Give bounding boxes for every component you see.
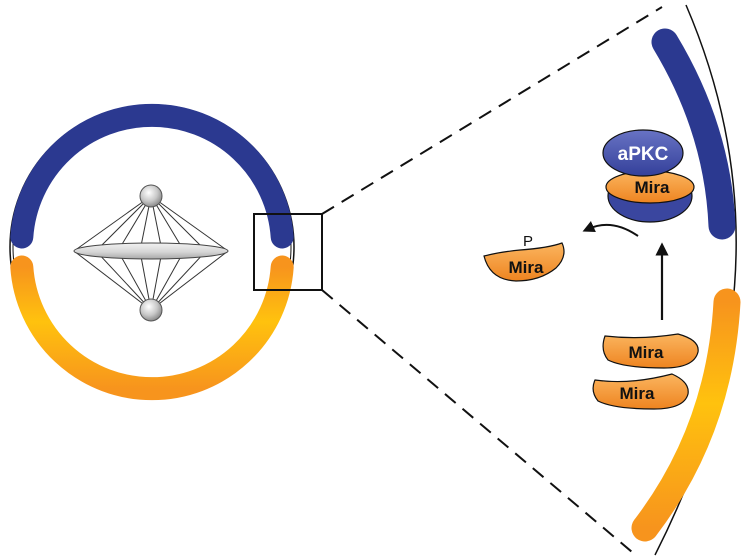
cortical-mira-2-shape (592, 373, 689, 410)
apical-crescent (10, 103, 294, 249)
centrosome-bottom (139, 298, 163, 322)
apkc-label: aPKC (618, 144, 669, 165)
phosphorylation-arrow (582, 221, 639, 237)
phospho-mira: Mira P (483, 233, 565, 282)
basal-crescent (10, 255, 294, 401)
centrosome-top (139, 184, 163, 208)
cortical-mira-1-label: Mira (629, 343, 665, 362)
phospho-mira-shape (483, 242, 565, 282)
cortical-mira-2-label: Mira (620, 384, 656, 403)
zoom-line-top (321, 6, 663, 215)
mira-bound-label: Mira (635, 178, 671, 197)
phospho-mira-label: Mira (509, 258, 545, 277)
cortical-mira-2: Mira (592, 373, 689, 410)
apkc-shape (602, 129, 684, 177)
zoom-apical-band (651, 28, 736, 240)
mitotic-spindle (73, 195, 229, 311)
apkc-mira-complex: Mira aPKC (602, 129, 695, 223)
neuroblast-cell (9, 103, 295, 401)
zoom-box (253, 213, 323, 291)
zoom-basal-band (631, 288, 741, 542)
cortical-mira-1-shape (602, 333, 699, 369)
metaphase-plate (73, 242, 229, 260)
phospho-mark: P (523, 233, 533, 250)
cortical-mira-1: Mira (602, 333, 699, 369)
zoom-line-bottom (321, 289, 633, 553)
